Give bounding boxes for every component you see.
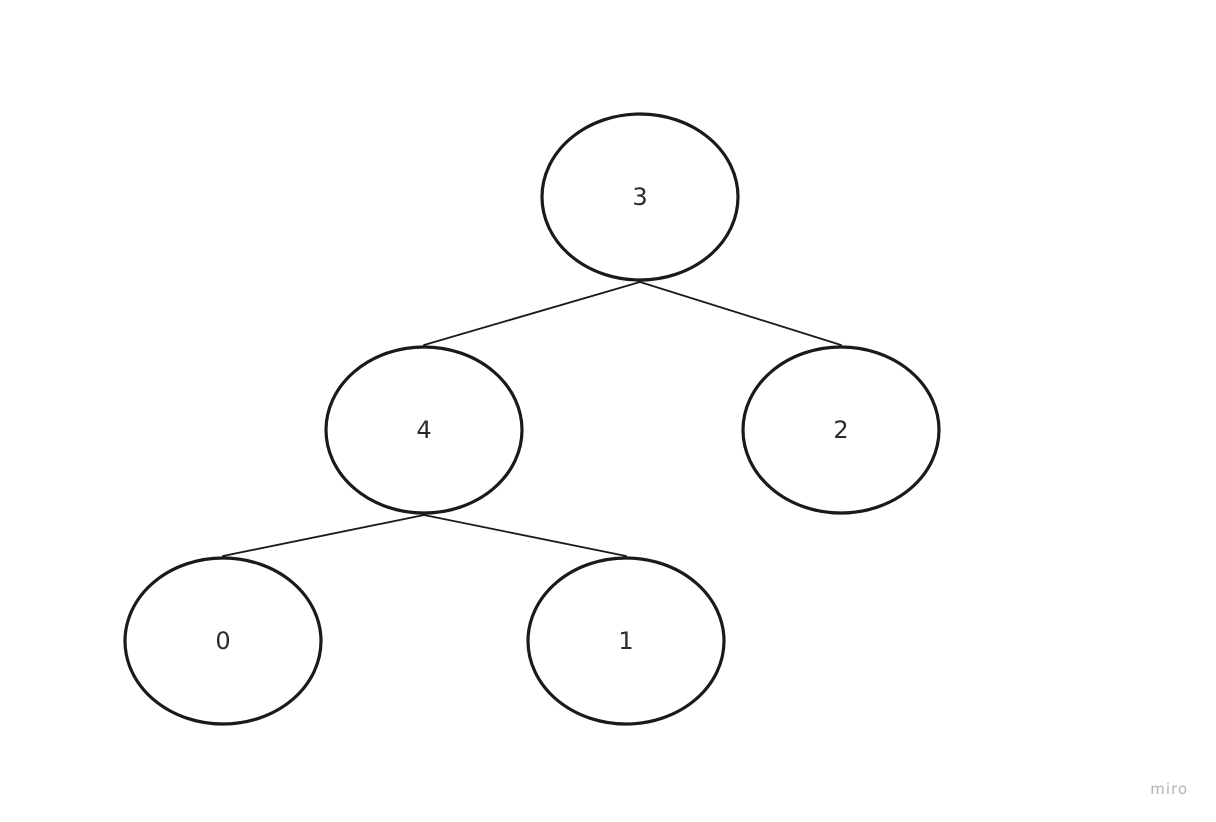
- tree-node-2: 2: [741, 345, 941, 515]
- edge-n3-n2: [639, 281, 842, 346]
- edge-n3-n4: [423, 281, 641, 346]
- edge-n4-n0: [222, 514, 425, 557]
- node-ellipse: [324, 345, 524, 515]
- miro-watermark: miro: [1150, 780, 1188, 798]
- node-ellipse: [123, 556, 323, 726]
- node-ellipse: [741, 345, 941, 515]
- nodes-layer: 3 4 2 0 1: [123, 112, 941, 726]
- edge-n4-n1: [423, 514, 627, 557]
- node-label: 1: [618, 627, 633, 655]
- node-ellipse: [540, 112, 740, 282]
- node-label: 2: [833, 416, 848, 444]
- node-label: 4: [416, 416, 431, 444]
- node-label: 3: [632, 183, 647, 211]
- edges-layer: [222, 281, 842, 557]
- node-label: 0: [215, 627, 230, 655]
- tree-node-1: 1: [526, 556, 726, 726]
- tree-node-3: 3: [540, 112, 740, 282]
- tree-node-4: 4: [324, 345, 524, 515]
- node-ellipse: [526, 556, 726, 726]
- tree-node-0: 0: [123, 556, 323, 726]
